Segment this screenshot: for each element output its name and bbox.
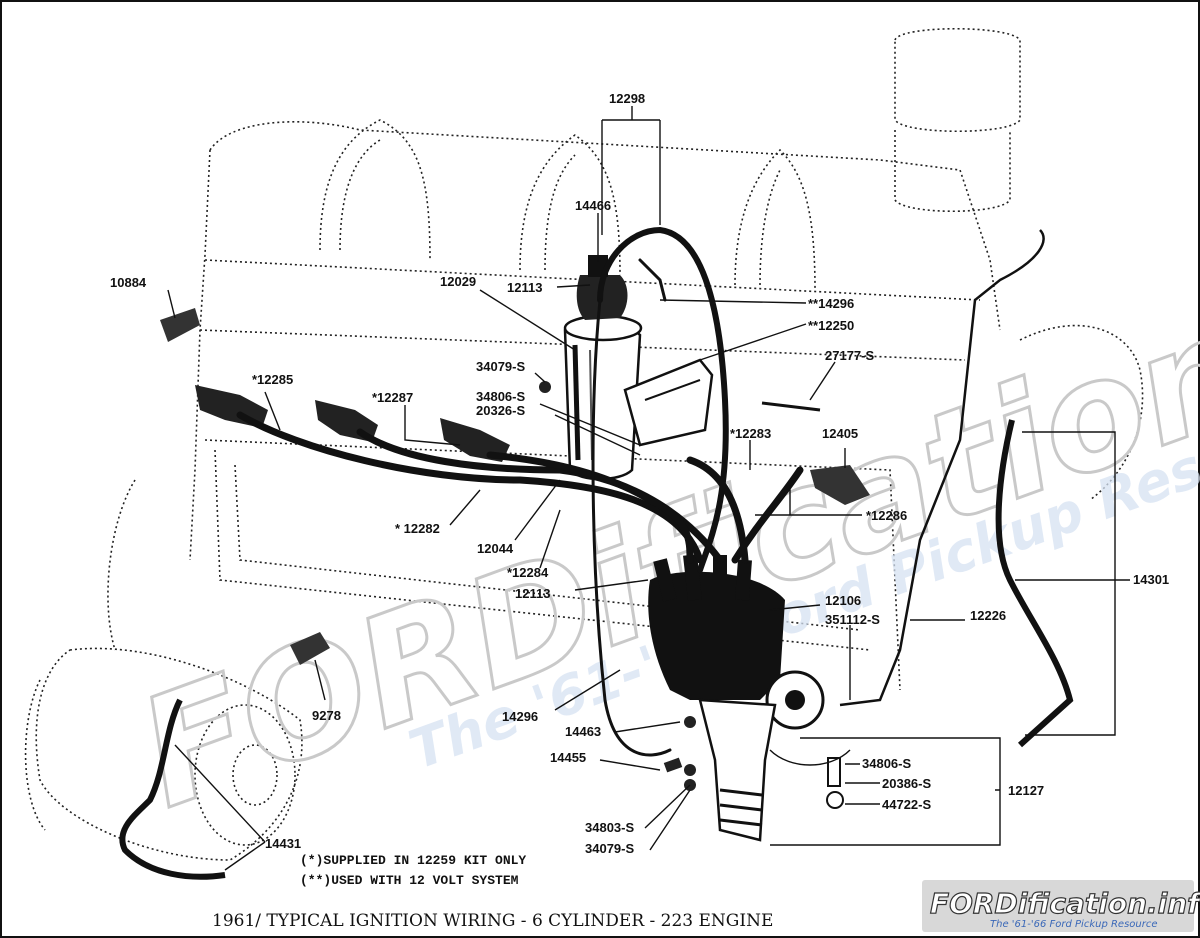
distributor — [648, 554, 825, 842]
label-14463: 14463 — [565, 724, 601, 739]
resistor-bracket — [623, 358, 714, 447]
label-12226: 12226 — [970, 608, 1006, 623]
label-12106: 12106 — [825, 593, 861, 608]
label-14466: 14466 — [575, 198, 611, 213]
starter-cable-14431 — [119, 698, 226, 880]
label-27177-s: 27177-S — [825, 348, 874, 363]
label-12282: * 12282 — [395, 521, 440, 536]
engine-block-outline — [24, 27, 1144, 861]
small-hardware — [539, 381, 844, 809]
label-14296-top: **14296 — [808, 296, 854, 311]
label-12405: 12405 — [822, 426, 858, 441]
label-14431: 14431 — [265, 836, 301, 851]
note-12-volt: (**)USED WITH 12 VOLT SYSTEM — [300, 873, 519, 888]
figure-caption: 1961/ TYPICAL IGNITION WIRING - 6 CYLIND… — [212, 911, 773, 931]
label-12283: *12283 — [730, 426, 771, 441]
label-34079-s-bot: 34079-S — [585, 841, 634, 856]
vacuum-line-12226 — [839, 229, 1045, 707]
label-20386-s: 20386-S — [882, 776, 931, 791]
bolt-27177 — [761, 401, 821, 412]
logo-name: FORDification.info — [930, 887, 1200, 920]
label-34803-s: 34803-S — [585, 820, 634, 835]
label-12285: *12285 — [252, 372, 293, 387]
note-kit: (*)SUPPLIED IN 12259 KIT ONLY — [300, 853, 526, 868]
sender-9278 — [290, 632, 330, 665]
label-12113-top: 12113 — [507, 280, 542, 295]
label-12250: **12250 — [808, 318, 854, 333]
label-14301: 14301 — [1133, 572, 1169, 587]
label-12113-mid: 12113 — [515, 586, 550, 601]
label-12284: *12284 — [507, 565, 549, 580]
label-44722-s: 44722-S — [882, 797, 931, 812]
spark-plug-wires — [236, 226, 804, 757]
label-351112-s: 351112-S — [825, 612, 880, 627]
logo-tagline: The '61-'66 Ford Pickup Resource — [990, 919, 1158, 930]
label-34806-s-bot: 34806-S — [862, 756, 911, 771]
label-14296-bot: 14296 — [502, 709, 538, 724]
site-logo: FORDification.info The '61-'66 Ford Pick… — [922, 880, 1200, 932]
temp-sender-10884 — [160, 308, 200, 342]
label-12044: 12044 — [477, 541, 514, 556]
label-9278: 9278 — [312, 708, 341, 723]
leader-lines — [167, 106, 1130, 871]
label-12287: *12287 — [372, 390, 413, 405]
label-10884: 10884 — [110, 275, 147, 290]
label-14455: 14455 — [550, 750, 586, 765]
label-34079-s-top: 34079-S — [476, 359, 525, 374]
ignition-coil — [563, 255, 643, 481]
battery-cable-14301 — [995, 419, 1074, 748]
label-12298: 12298 — [609, 91, 645, 106]
label-20326-s: 20326-S — [476, 403, 525, 418]
label-12127: 12127 — [1008, 783, 1044, 798]
label-12286: *12286 — [866, 508, 907, 523]
label-34806-s-top: 34806-S — [476, 389, 525, 404]
part-labels: 12298 14466 10884 12029 12113 **14296 **… — [110, 91, 1169, 856]
label-12029: 12029 — [440, 274, 476, 289]
